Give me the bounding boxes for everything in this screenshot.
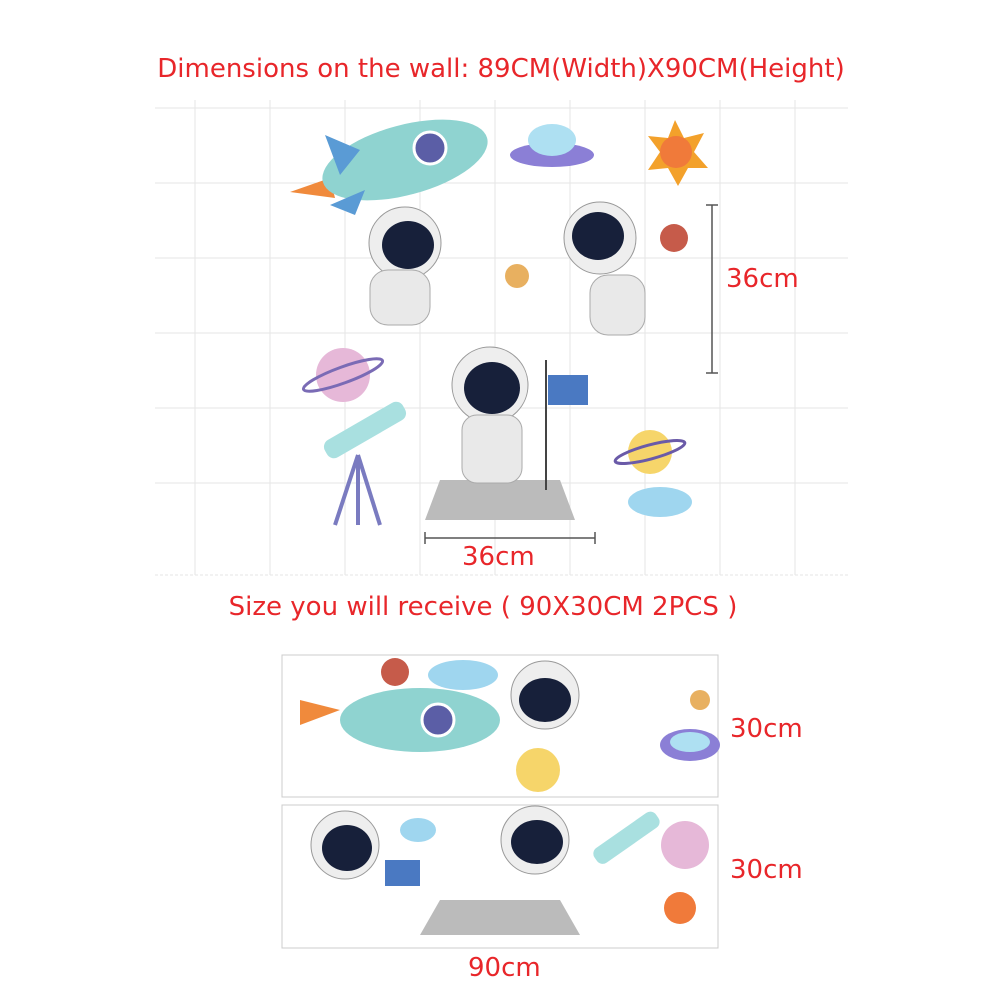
size-received-subtitle: Size you will receive ( 90X30CM 2PCS ) bbox=[228, 592, 738, 622]
wall-dimensions-title: Dimensions on the wall: 89CM(Width)X90CM… bbox=[157, 54, 845, 84]
astronaut-flag-sticker bbox=[425, 346, 588, 520]
astronaut-sticker-1 bbox=[368, 206, 442, 326]
dimension-line-horizontal bbox=[424, 532, 596, 544]
ringed-planet-sticker-1 bbox=[301, 348, 385, 402]
telescope-sticker bbox=[323, 401, 407, 526]
dimension-line-vertical bbox=[706, 204, 718, 374]
yellow-planet-sticker bbox=[613, 430, 687, 474]
astronaut-sticker-2 bbox=[563, 201, 646, 336]
wall-width-label: 36cm bbox=[462, 542, 535, 572]
ufo-sticker bbox=[510, 124, 594, 167]
moon-sticker bbox=[505, 264, 529, 288]
sticker-sheet-1 bbox=[281, 654, 720, 798]
sticker-sheet-2 bbox=[281, 804, 719, 949]
sheet2-height-label: 30cm bbox=[730, 855, 803, 885]
rocket-sticker bbox=[290, 119, 488, 215]
wall-height-label: 36cm bbox=[726, 264, 799, 294]
galaxy-sticker bbox=[628, 487, 692, 517]
sheets-width-label: 90cm bbox=[468, 953, 541, 983]
red-planet-sticker bbox=[660, 224, 688, 252]
wall-grid bbox=[155, 100, 848, 576]
sun-sticker bbox=[648, 120, 708, 186]
sheet1-height-label: 30cm bbox=[730, 714, 803, 744]
